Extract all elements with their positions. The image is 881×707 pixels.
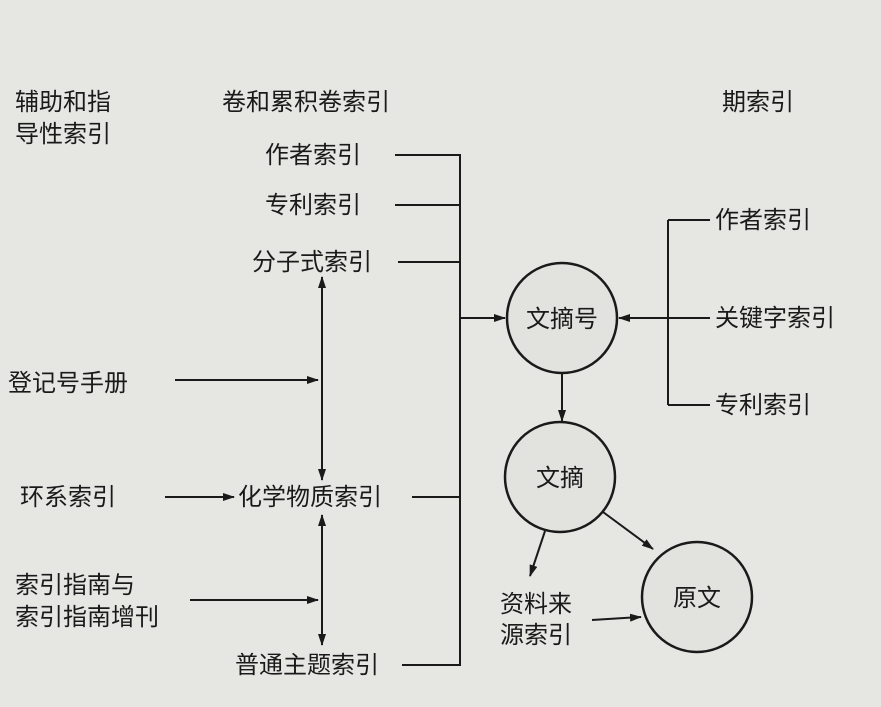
source-index-line2: 源索引	[500, 621, 572, 649]
index-guide-line2: 索引指南增刊	[15, 603, 159, 631]
node-abstract: 文摘	[503, 420, 617, 534]
header-auxiliary-line2: 导性索引	[15, 120, 111, 148]
issue-patent-index: 专利索引	[715, 391, 811, 419]
registry-handbook: 登记号手册	[8, 369, 128, 397]
issue-keyword-index: 关键字索引	[715, 304, 835, 332]
vol-chemical-substance-index: 化学物质索引	[238, 483, 382, 511]
vol-formula-index: 分子式索引	[252, 248, 372, 276]
header-auxiliary-line1: 辅助和指	[15, 88, 111, 116]
abstract-label: 文摘	[536, 464, 584, 492]
node-original: 原文	[640, 540, 754, 654]
vol-general-subject-index: 普通主题索引	[235, 651, 379, 679]
vol-author-index: 作者索引	[265, 141, 361, 169]
original-label: 原文	[673, 584, 721, 612]
issue-connector	[618, 219, 710, 406]
index-guide-line1: 索引指南与	[15, 571, 135, 599]
node-abstract-number: 文摘号	[505, 261, 619, 375]
ring-systems-index: 环系索引	[20, 483, 116, 511]
abstract-number-label: 文摘号	[526, 305, 598, 333]
auxiliary-connector	[165, 276, 326, 646]
header-volume: 卷和累积卷索引	[222, 88, 390, 116]
header-issue: 期索引	[722, 88, 794, 116]
flow-arrows	[529, 373, 654, 622]
volume-connector	[395, 154, 506, 666]
source-index-line1: 资料来	[500, 590, 572, 618]
issue-author-index: 作者索引	[715, 206, 811, 234]
vol-patent-index: 专利索引	[265, 191, 361, 219]
